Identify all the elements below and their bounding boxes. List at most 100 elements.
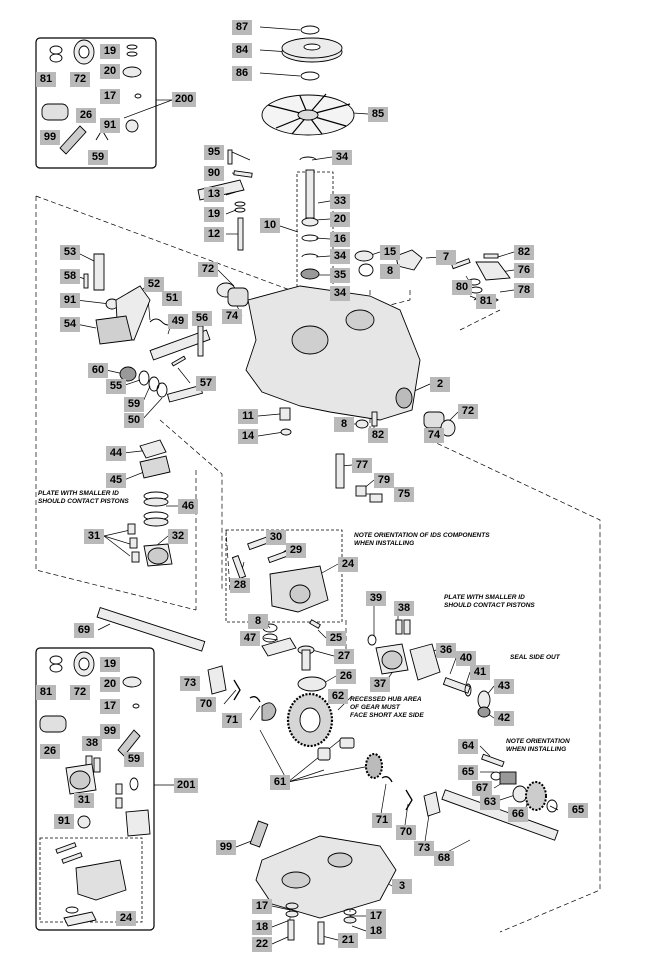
callout-26[interactable]: 26 (40, 744, 60, 759)
callout-21[interactable]: 21 (338, 933, 358, 948)
callout-34[interactable]: 34 (332, 150, 352, 165)
callout-33[interactable]: 33 (330, 194, 350, 209)
callout-34[interactable]: 34 (330, 286, 350, 301)
callout-91[interactable]: 91 (54, 814, 74, 829)
callout-17[interactable]: 17 (100, 89, 120, 104)
callout-80[interactable]: 80 (452, 280, 472, 295)
callout-65[interactable]: 65 (458, 765, 478, 780)
callout-8[interactable]: 8 (334, 417, 354, 432)
callout-27[interactable]: 27 (334, 649, 354, 664)
callout-12[interactable]: 12 (204, 227, 224, 242)
callout-20[interactable]: 20 (100, 677, 120, 692)
callout-42[interactable]: 42 (494, 711, 514, 726)
callout-17[interactable]: 17 (252, 899, 272, 914)
callout-28[interactable]: 28 (230, 578, 250, 593)
callout-58[interactable]: 58 (60, 269, 80, 284)
callout-18[interactable]: 18 (252, 920, 272, 935)
callout-24[interactable]: 24 (116, 911, 136, 926)
callout-72[interactable]: 72 (198, 262, 218, 277)
callout-13[interactable]: 13 (204, 187, 224, 202)
callout-30[interactable]: 30 (266, 530, 286, 545)
callout-53[interactable]: 53 (60, 245, 80, 260)
callout-15[interactable]: 15 (380, 245, 400, 260)
callout-45[interactable]: 45 (106, 473, 126, 488)
callout-81[interactable]: 81 (36, 72, 56, 87)
callout-82[interactable]: 82 (368, 428, 388, 443)
callout-52[interactable]: 52 (144, 277, 164, 292)
callout-66[interactable]: 66 (508, 807, 528, 822)
callout-19[interactable]: 19 (100, 657, 120, 672)
callout-8[interactable]: 8 (248, 614, 268, 629)
callout-72[interactable]: 72 (70, 685, 90, 700)
callout-25[interactable]: 25 (326, 631, 346, 646)
callout-60[interactable]: 60 (88, 363, 108, 378)
callout-77[interactable]: 77 (352, 458, 372, 473)
callout-91[interactable]: 91 (100, 118, 120, 133)
callout-79[interactable]: 79 (374, 473, 394, 488)
callout-74[interactable]: 74 (424, 428, 444, 443)
callout-38[interactable]: 38 (82, 736, 102, 751)
callout-37[interactable]: 37 (370, 677, 390, 692)
callout-86[interactable]: 86 (232, 66, 252, 81)
callout-8[interactable]: 8 (380, 264, 400, 279)
callout-19[interactable]: 19 (100, 44, 120, 59)
callout-44[interactable]: 44 (106, 446, 126, 461)
callout-26[interactable]: 26 (76, 108, 96, 123)
callout-99[interactable]: 99 (100, 724, 120, 739)
callout-18[interactable]: 18 (366, 924, 386, 939)
callout-54[interactable]: 54 (60, 317, 80, 332)
callout-10[interactable]: 10 (260, 218, 280, 233)
callout-17[interactable]: 17 (366, 909, 386, 924)
callout-39[interactable]: 39 (366, 591, 386, 606)
callout-63[interactable]: 63 (480, 795, 500, 810)
callout-14[interactable]: 14 (238, 429, 258, 444)
callout-61[interactable]: 61 (270, 775, 290, 790)
callout-95[interactable]: 95 (204, 145, 224, 160)
callout-71[interactable]: 71 (372, 813, 392, 828)
callout-3[interactable]: 3 (392, 879, 412, 894)
callout-78[interactable]: 78 (514, 283, 534, 298)
callout-74[interactable]: 74 (222, 309, 242, 324)
callout-19[interactable]: 19 (204, 207, 224, 222)
callout-32[interactable]: 32 (168, 529, 188, 544)
callout-70[interactable]: 70 (196, 697, 216, 712)
callout-29[interactable]: 29 (286, 543, 306, 558)
callout-49[interactable]: 49 (168, 314, 188, 329)
callout-43[interactable]: 43 (494, 679, 514, 694)
callout-67[interactable]: 67 (472, 781, 492, 796)
callout-76[interactable]: 76 (514, 263, 534, 278)
callout-31[interactable]: 31 (74, 793, 94, 808)
callout-31[interactable]: 31 (84, 529, 104, 544)
callout-50[interactable]: 50 (124, 413, 144, 428)
callout-87[interactable]: 87 (232, 20, 252, 35)
callout-82[interactable]: 82 (514, 245, 534, 260)
callout-59[interactable]: 59 (124, 397, 144, 412)
callout-72[interactable]: 72 (70, 72, 90, 87)
callout-40[interactable]: 40 (456, 651, 476, 666)
callout-75[interactable]: 75 (394, 487, 414, 502)
callout-36[interactable]: 36 (436, 643, 456, 658)
callout-16[interactable]: 16 (330, 232, 350, 247)
callout-81[interactable]: 81 (476, 294, 496, 309)
callout-17[interactable]: 17 (100, 699, 120, 714)
callout-34[interactable]: 34 (330, 249, 350, 264)
callout-59[interactable]: 59 (124, 752, 144, 767)
callout-201[interactable]: 201 (174, 778, 199, 793)
callout-11[interactable]: 11 (238, 409, 258, 424)
callout-85[interactable]: 85 (368, 107, 388, 122)
callout-73[interactable]: 73 (414, 841, 434, 856)
callout-57[interactable]: 57 (196, 376, 216, 391)
callout-62[interactable]: 62 (328, 689, 348, 704)
callout-81[interactable]: 81 (36, 685, 56, 700)
callout-51[interactable]: 51 (162, 291, 182, 306)
callout-2[interactable]: 2 (430, 377, 450, 392)
callout-99[interactable]: 99 (216, 840, 236, 855)
callout-46[interactable]: 46 (178, 499, 198, 514)
callout-72[interactable]: 72 (458, 404, 478, 419)
callout-20[interactable]: 20 (330, 212, 350, 227)
callout-22[interactable]: 22 (252, 937, 272, 952)
callout-38[interactable]: 38 (394, 601, 414, 616)
callout-71[interactable]: 71 (222, 713, 242, 728)
callout-73[interactable]: 73 (180, 676, 200, 691)
callout-70[interactable]: 70 (396, 825, 416, 840)
